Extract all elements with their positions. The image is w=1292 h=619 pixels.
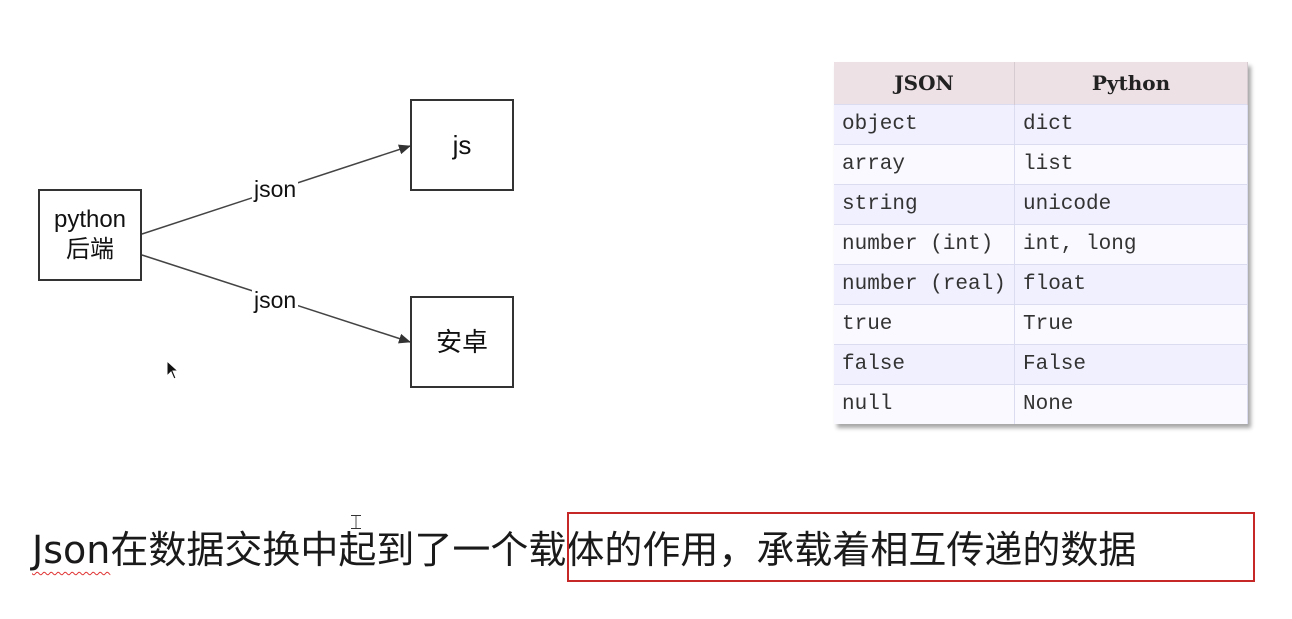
cell-json-type: array	[834, 144, 1015, 185]
node-backend-label: 后端	[66, 236, 114, 263]
table-row: number (real) float	[834, 264, 1248, 305]
cell-python-type: dict	[1014, 104, 1248, 145]
table-row: false False	[834, 344, 1248, 385]
mouse-pointer-icon	[166, 360, 180, 380]
node-python-label: python	[53, 206, 127, 233]
cell-json-type: null	[834, 384, 1015, 424]
caption-text-highlighted: 载体的作用，承载着相互传递的数据	[528, 528, 1137, 572]
cell-python-type: True	[1014, 304, 1248, 345]
caption-sentence: Json在数据交换中起到了一个载体的作用，承载着相互传递的数据	[32, 520, 1136, 580]
json-python-type-table: JSON Python object dict array list strin…	[834, 62, 1248, 424]
table-row: string unicode	[834, 184, 1248, 225]
cell-json-type: number (real)	[834, 264, 1015, 305]
caption-text-before: 在数据交换中起到了一个	[110, 528, 529, 572]
node-js-label: js	[452, 130, 472, 160]
cell-python-type: None	[1014, 384, 1248, 424]
table-row: number (int) int, long	[834, 224, 1248, 265]
edge-label-json-bottom: json	[252, 287, 299, 313]
table-header-row: JSON Python	[834, 62, 1248, 105]
cell-python-type: False	[1014, 344, 1248, 385]
table-row: array list	[834, 144, 1248, 185]
cell-json-type: string	[834, 184, 1015, 225]
header-python: Python	[1014, 62, 1248, 105]
text-cursor-icon: ⌶	[350, 512, 362, 534]
cell-json-type: true	[834, 304, 1015, 345]
cell-python-type: int, long	[1014, 224, 1248, 265]
type-mapping-table: JSON Python object dict array list strin…	[834, 62, 1248, 424]
header-json: JSON	[834, 62, 1015, 105]
cell-python-type: unicode	[1014, 184, 1248, 225]
cell-json-type: number (int)	[834, 224, 1015, 265]
node-js: js	[410, 99, 514, 191]
cell-json-type: false	[834, 344, 1015, 385]
node-android: 安卓	[410, 296, 514, 388]
cell-python-type: list	[1014, 144, 1248, 185]
edge-label-json-top: json	[252, 176, 299, 202]
caption-json-word: Json	[32, 528, 111, 572]
node-python-backend: python 后端	[38, 189, 142, 281]
table-row: true True	[834, 304, 1248, 345]
node-android-label: 安卓	[435, 327, 488, 357]
table-row: object dict	[834, 104, 1248, 145]
cell-json-type: object	[834, 104, 1015, 145]
highlight-box	[567, 512, 1255, 582]
table-row: null None	[834, 384, 1248, 424]
cell-python-type: float	[1014, 264, 1248, 305]
